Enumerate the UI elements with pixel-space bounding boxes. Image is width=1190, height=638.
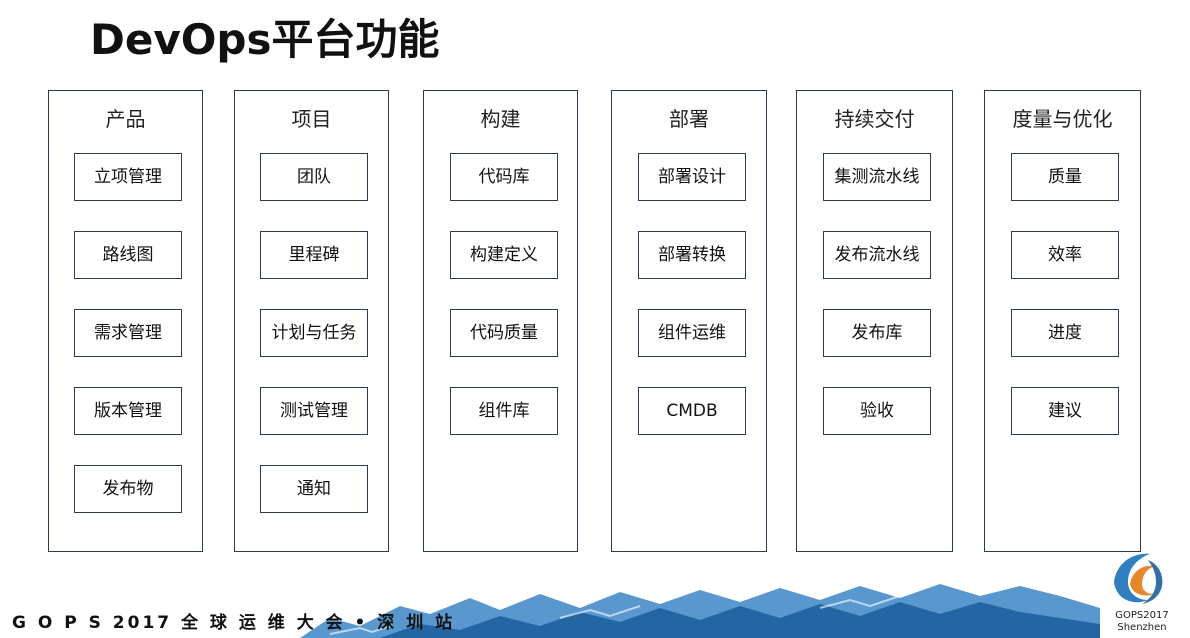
feature-box: 测试管理: [260, 387, 368, 435]
feature-box: 立项管理: [74, 153, 182, 201]
feature-box: 部署转换: [638, 231, 746, 279]
slide-title: DevOps平台功能: [90, 15, 440, 64]
feature-box: 发布流水线: [823, 231, 931, 279]
feature-box: 质量: [1011, 153, 1119, 201]
feature-box: CMDB: [638, 387, 746, 435]
column-header: 持续交付: [834, 107, 915, 131]
feature-box: 团队: [260, 153, 368, 201]
feature-box: 需求管理: [74, 309, 182, 357]
column-project: 项目 团队 里程碑 计划与任务 测试管理 通知: [234, 90, 389, 552]
column-header: 构建: [480, 107, 521, 131]
logo-caption-line1: GOPS2017: [1115, 610, 1169, 621]
feature-box: 构建定义: [450, 231, 558, 279]
column-deploy: 部署 部署设计 部署转换 组件运维 CMDB: [611, 90, 767, 552]
column-metrics-optimization: 度量与优化 质量 效率 进度 建议: [984, 90, 1141, 552]
column-header: 度量与优化: [1012, 107, 1113, 131]
feature-box: 进度: [1011, 309, 1119, 357]
logo-caption-line2: Shenzhen: [1117, 622, 1167, 633]
wave-decoration: [300, 584, 1100, 638]
feature-box: 发布物: [74, 465, 182, 513]
feature-box: 路线图: [74, 231, 182, 279]
gops-logo-icon: [1114, 553, 1163, 604]
event-brand-text: G O P S 2017 全 球 运 维 大 会 • 深 圳 站: [12, 613, 456, 633]
feature-box: 计划与任务: [260, 309, 368, 357]
column-header: 部署: [669, 107, 709, 131]
column-header: 项目: [291, 107, 332, 131]
feature-box: 集测流水线: [823, 153, 931, 201]
feature-box: 代码库: [450, 153, 558, 201]
feature-box: 代码质量: [450, 309, 558, 357]
column-product: 产品 立项管理 路线图 需求管理 版本管理 发布物: [48, 90, 203, 552]
feature-box: 组件运维: [638, 309, 746, 357]
feature-box: 部署设计: [638, 153, 746, 201]
feature-box: 里程碑: [260, 231, 368, 279]
column-continuous-delivery: 持续交付 集测流水线 发布流水线 发布库 验收: [796, 90, 953, 552]
feature-box: 发布库: [823, 309, 931, 357]
logo-caption: GOPS2017 Shenzhen: [1098, 610, 1186, 634]
feature-box: 验收: [823, 387, 931, 435]
feature-box: 通知: [260, 465, 368, 513]
feature-box: 效率: [1011, 231, 1119, 279]
column-header: 产品: [105, 107, 146, 131]
feature-box: 版本管理: [74, 387, 182, 435]
feature-box: 组件库: [450, 387, 558, 435]
column-build: 构建 代码库 构建定义 代码质量 组件库: [423, 90, 578, 552]
feature-box: 建议: [1011, 387, 1119, 435]
